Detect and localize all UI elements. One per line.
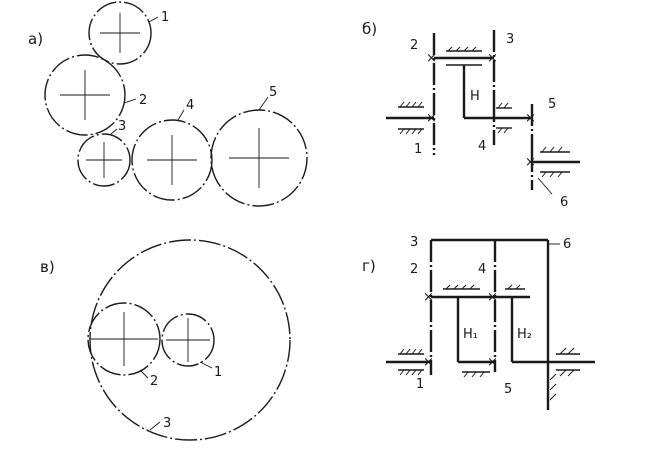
panel-b-label: б) [362,20,377,38]
panel-g: г) × × [362,235,595,410]
gear-g2-number: 2 [410,262,418,277]
svg-text:×: × [423,355,434,370]
svg-text:×: × [426,51,437,66]
gear-g6-number: 6 [563,237,571,252]
gear-a4-number: 4 [186,98,194,113]
panel-v: в) 3 2 1 [40,239,291,441]
bearing-b-input [398,101,424,135]
scheme-g: × × H₁ H₂ × × [386,238,595,410]
carrier-g2-label: H₂ [517,327,532,342]
svg-text:×: × [525,155,536,170]
gear-a3 [77,128,131,187]
svg-text:×: × [426,111,437,126]
gear-a3-number: 3 [118,119,126,134]
gear-v1-number: 1 [214,365,222,380]
gear-g4-number: 4 [478,262,486,277]
gear-a2-number: 2 [139,93,147,108]
panel-v-label: в) [40,258,55,276]
gear-a4 [131,109,213,201]
gear-a5-number: 5 [269,85,277,100]
svg-text:×: × [525,111,536,126]
svg-text:×: × [487,51,498,66]
gear-v3 [89,239,291,441]
gear-g3-number: 3 [410,235,418,250]
gear-v3-number: 3 [163,416,171,431]
gear-a2 [44,54,137,136]
gear-a5 [210,96,308,207]
svg-text:×: × [487,355,498,370]
gear-v2 [87,302,161,379]
gear-g1-number: 1 [416,377,424,392]
scheme-b: × × × H × [386,30,580,195]
gear-b1-number: 1 [414,142,422,157]
gear-b2-number: 2 [410,38,418,53]
carrier-b-label: H [470,89,480,104]
gear-a1-number: 1 [161,10,169,25]
svg-text:×: × [423,290,434,305]
gear-b5-number: 5 [548,97,556,112]
gear-a1 [88,1,159,65]
gear-b4-number: 4 [478,139,486,154]
panel-b: б) × × [362,20,580,210]
gear-b3-number: 3 [506,32,514,47]
carrier-g1-label: H₁ [463,327,478,342]
gear-g5-number: 5 [504,382,512,397]
gear-v2-number: 2 [150,374,158,389]
gear-v1 [161,313,215,369]
svg-text:×: × [487,290,498,305]
panel-a-label: а) [28,30,43,48]
panel-g-label: г) [362,257,376,275]
gear-b6-number: 6 [560,195,568,210]
panel-a: а) 1 2 3 4 [28,1,308,207]
